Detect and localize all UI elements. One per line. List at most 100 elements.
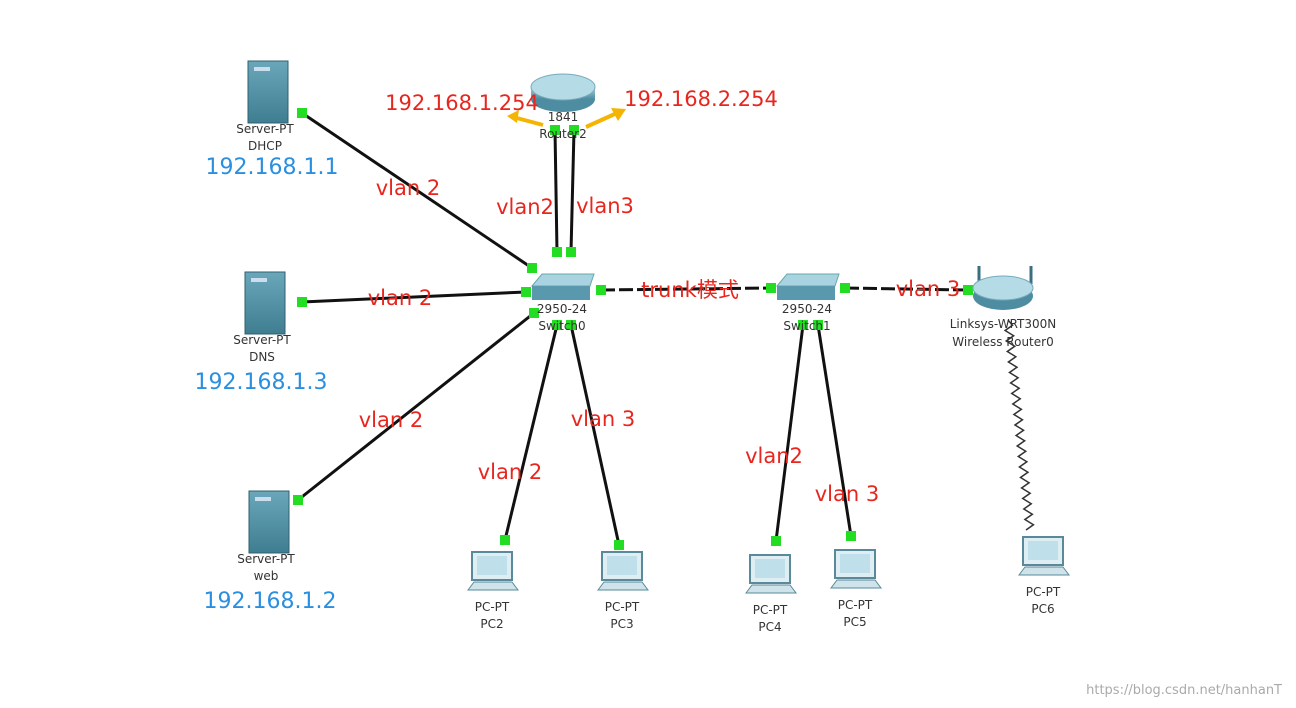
link-line xyxy=(503,324,559,541)
server-drive-icon xyxy=(255,497,271,501)
vlan-label: vlan2 xyxy=(745,444,803,468)
device-name-label: web xyxy=(254,569,279,583)
vlan-label: vlan 2 xyxy=(376,176,440,200)
pc-keyboard-icon xyxy=(597,581,649,591)
device-name-label: PC4 xyxy=(758,620,781,634)
port-status-light xyxy=(500,535,510,545)
port-status-light xyxy=(529,308,539,318)
port-status-light xyxy=(596,285,606,295)
ip-address-label: 192.168.1.3 xyxy=(195,370,328,395)
device-name-label: Switch0 xyxy=(538,319,585,333)
vlan-label: vlan 3 xyxy=(815,482,879,506)
port-status-light xyxy=(840,283,850,293)
device-model-label: Server-PT xyxy=(233,333,291,347)
vlan-label: vlan3 xyxy=(576,194,634,218)
link-line xyxy=(774,324,805,542)
device-model-label: PC-PT xyxy=(1026,585,1061,599)
pc-keyboard-icon xyxy=(467,581,519,591)
device-model-label: PC-PT xyxy=(605,600,640,614)
link-web-switch0 xyxy=(293,308,539,505)
link-line xyxy=(600,286,772,292)
port-status-light xyxy=(566,247,576,257)
vlan-label: vlan2 xyxy=(496,195,554,219)
watermark: https://blog.csdn.net/hanhanT xyxy=(1086,683,1282,698)
device-name-label: DHCP xyxy=(248,139,282,153)
port-status-light xyxy=(297,108,307,118)
device-model-label: PC-PT xyxy=(475,600,510,614)
port-status-light xyxy=(521,287,531,297)
link-wrouter0-pc6 xyxy=(1003,319,1035,531)
switch-icon xyxy=(530,273,595,287)
port-status-light xyxy=(552,320,562,330)
link-switch1-pc5 xyxy=(813,320,856,541)
link-line xyxy=(297,311,535,502)
port-status-light xyxy=(963,285,973,295)
link-router2-switch0 xyxy=(566,125,579,257)
port-status-light xyxy=(569,125,579,135)
arrow-left-icon xyxy=(512,115,544,127)
router-interface-ip: 192.168.1.254 xyxy=(385,91,539,115)
port-status-light xyxy=(297,297,307,307)
server-icon xyxy=(244,271,286,335)
vlan-label: trunk模式 xyxy=(641,278,739,302)
wireless-router-top xyxy=(972,275,1034,301)
server-icon xyxy=(247,60,289,124)
link-switch0-switch1 xyxy=(596,283,776,295)
pc2-device[interactable]: PC-PT PC2 xyxy=(467,551,519,631)
port-status-light xyxy=(846,531,856,541)
wireless-link xyxy=(1003,319,1035,531)
link-line xyxy=(569,324,621,546)
link-line xyxy=(816,324,853,537)
vlan-label: vlan 2 xyxy=(368,286,432,310)
pc-screen xyxy=(755,559,785,578)
arrow-right-icon xyxy=(585,111,618,129)
pc5-device[interactable]: PC-PT PC5 xyxy=(830,549,882,629)
device-name-label: PC2 xyxy=(480,617,503,631)
pc-screen xyxy=(1028,541,1058,560)
device-name-label: Switch1 xyxy=(783,319,830,333)
server-drive-icon xyxy=(254,67,270,71)
link-switch1-wrouter0 xyxy=(840,283,973,295)
link-switch0-pc2 xyxy=(500,320,562,545)
device-model-label: Server-PT xyxy=(236,122,294,136)
device-name-label: PC5 xyxy=(843,615,866,629)
dhcp-device[interactable]: Server-PT DHCP 192.168.1.1 xyxy=(206,60,339,180)
device-model-label: PC-PT xyxy=(838,598,873,612)
switch-icon xyxy=(775,273,840,287)
ip-address-label: 192.168.1.1 xyxy=(206,155,339,180)
ip-address-label: 192.168.1.2 xyxy=(204,589,337,614)
port-status-light xyxy=(614,540,624,550)
switch-body xyxy=(777,286,835,300)
arrow-head-icon xyxy=(611,108,626,121)
device-name-label: Wireless Router0 xyxy=(952,335,1053,349)
switch-body xyxy=(532,286,590,300)
pc6-device[interactable]: PC-PT PC6 xyxy=(1018,536,1070,616)
port-status-light xyxy=(813,320,823,330)
server-drive-icon xyxy=(251,278,267,282)
link-switch0-pc3 xyxy=(566,320,624,550)
pc-screen xyxy=(840,554,870,573)
device-name-label: Router2 xyxy=(539,127,586,141)
vlan-label: vlan 2 xyxy=(478,460,542,484)
device-name-label: PC6 xyxy=(1031,602,1054,616)
vlan-label: vlan 3 xyxy=(571,407,635,431)
link-line xyxy=(553,129,559,253)
link-switch1-pc4 xyxy=(771,320,808,546)
device-model-label: 2950-24 xyxy=(782,302,832,316)
link-line xyxy=(301,111,533,270)
port-status-light xyxy=(527,263,537,273)
vlan-label: vlan 3 xyxy=(896,277,960,301)
router-top xyxy=(530,73,596,101)
port-status-light xyxy=(798,320,808,330)
